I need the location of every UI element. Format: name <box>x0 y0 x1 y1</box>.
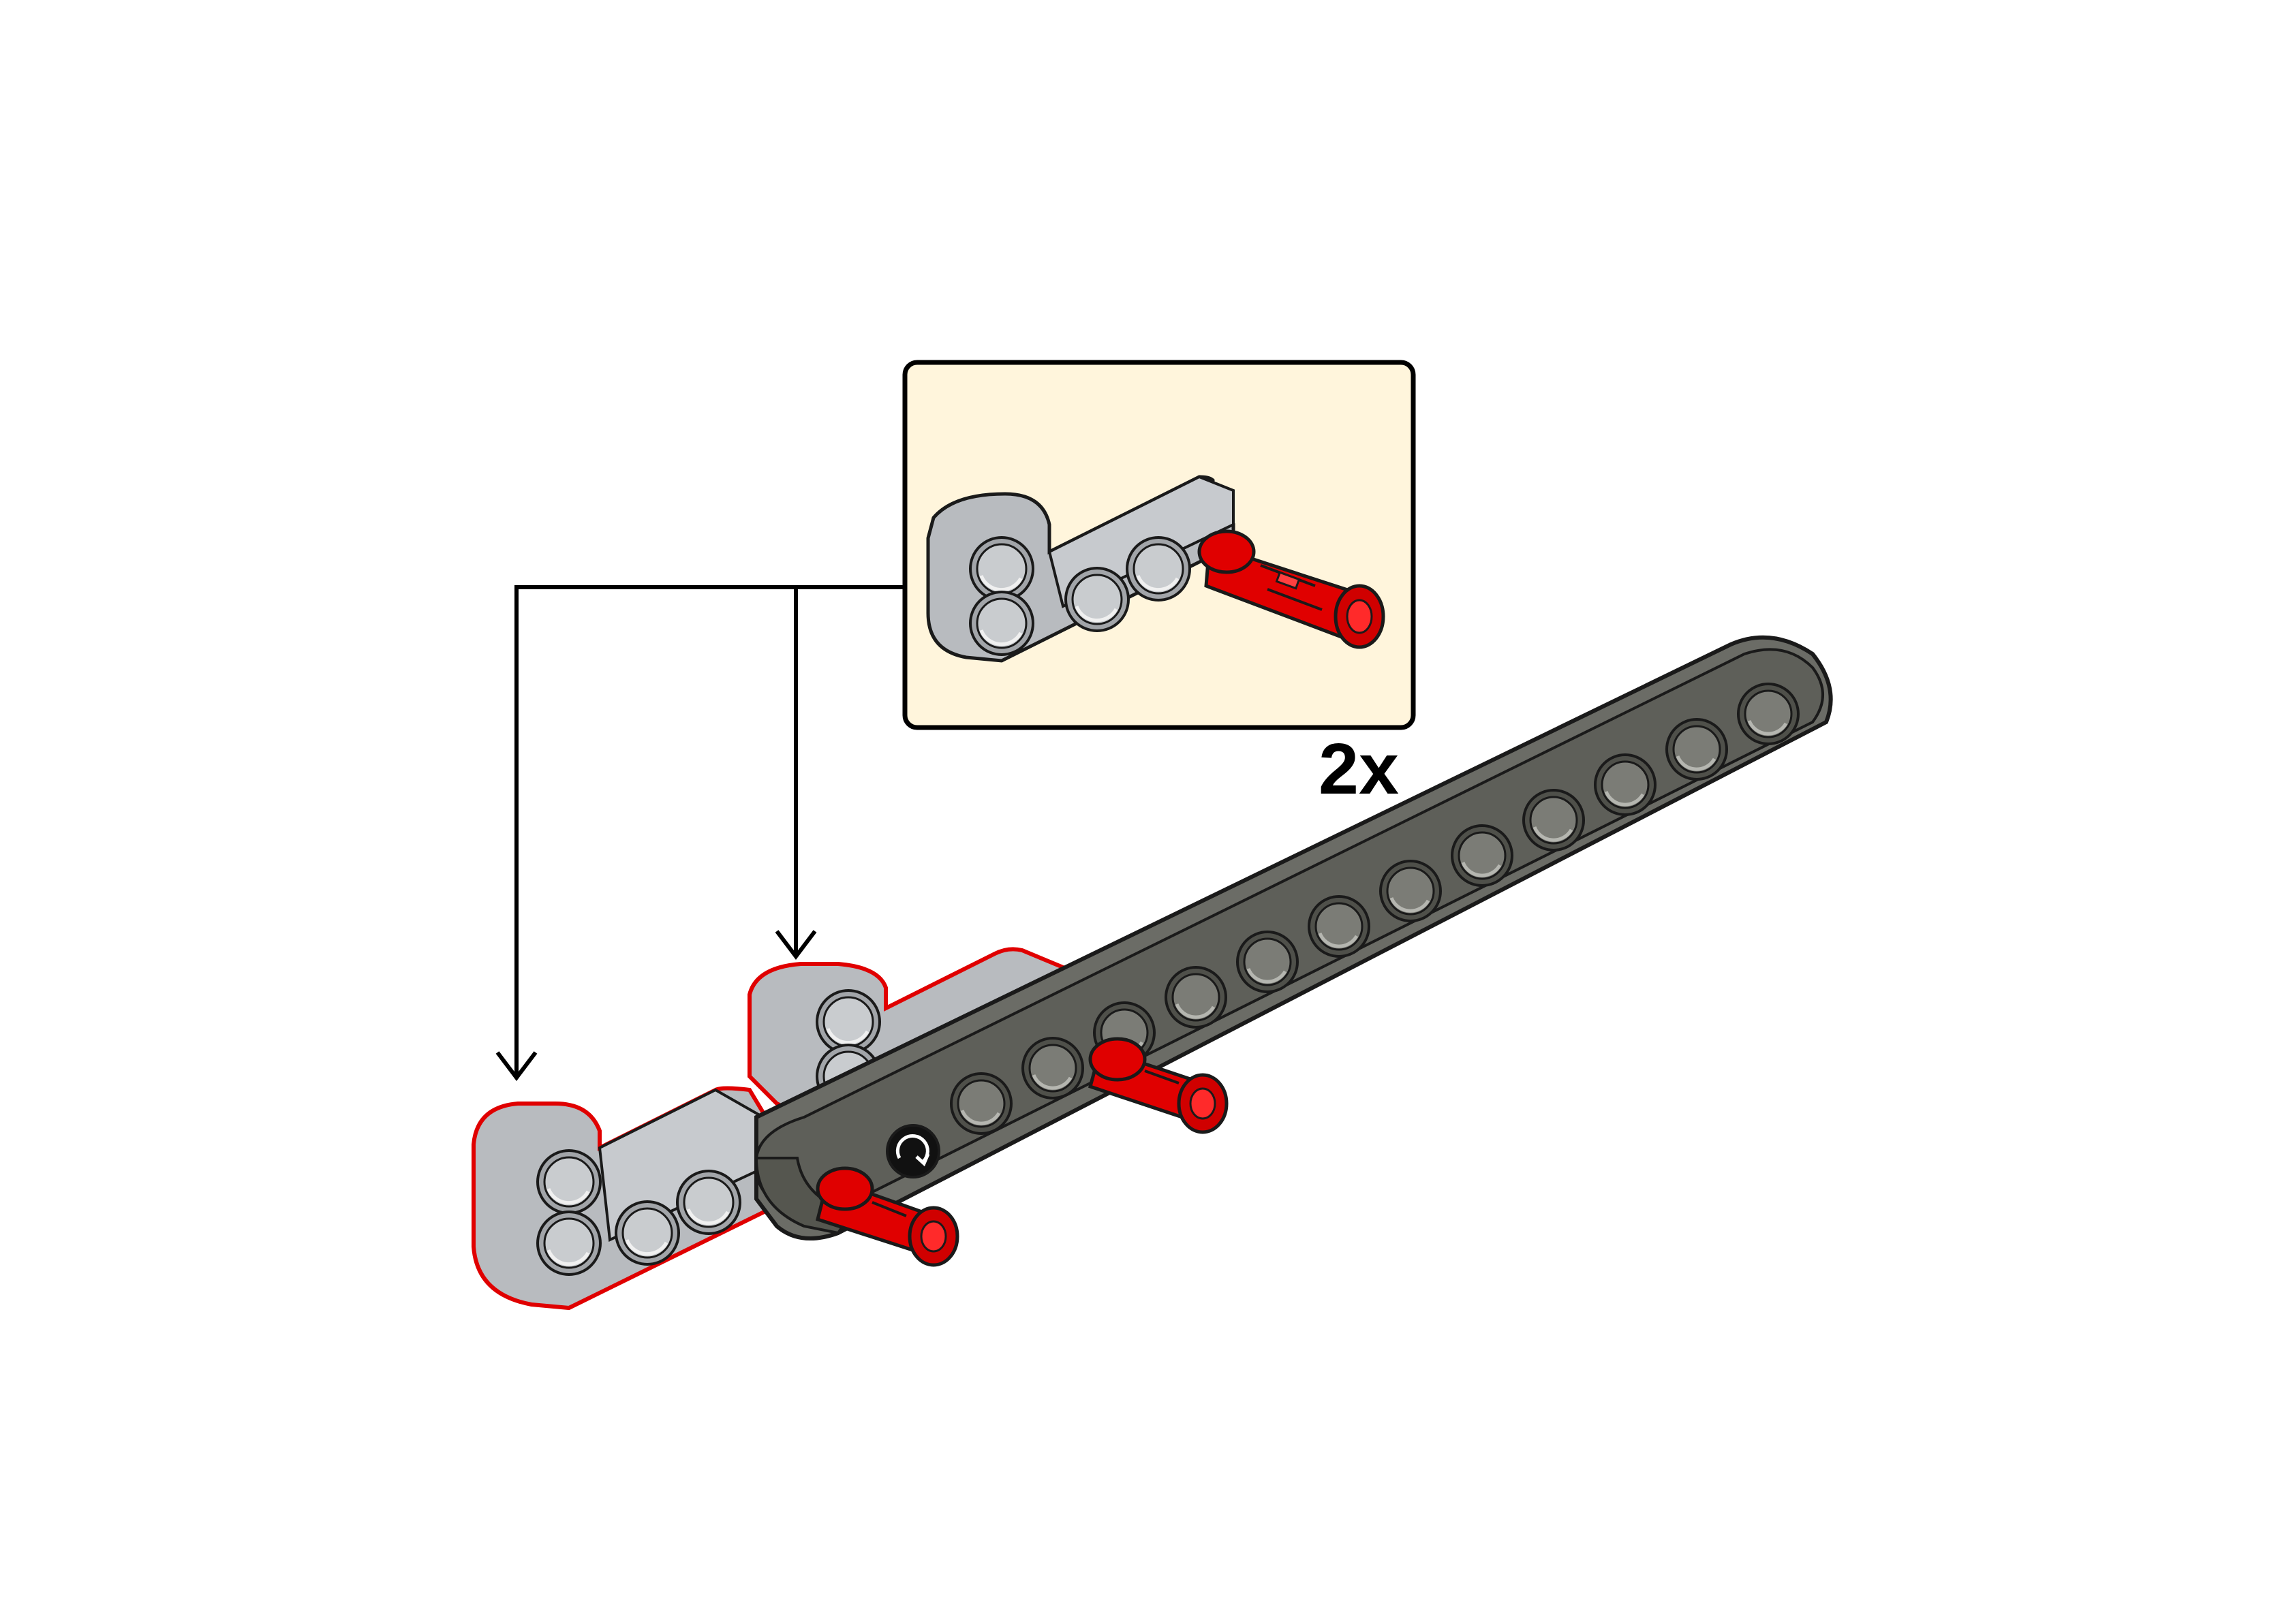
callout-liftarm-l-shape <box>926 475 1235 663</box>
callout-red-pin <box>1197 529 1385 649</box>
down-arrow-icon <box>794 585 905 954</box>
beam-red-pin-front <box>816 1166 959 1267</box>
down-arrow-icon <box>514 585 905 1075</box>
quantity-label: 2x <box>1319 729 1399 809</box>
front-liftarm-l-shape <box>472 1086 792 1311</box>
beam-red-pin-middle <box>1088 1037 1229 1134</box>
parts-callout <box>902 360 1416 730</box>
back-liftarm-l-shape <box>748 947 1065 1120</box>
placement-arrows <box>495 585 905 1081</box>
rotate-icon <box>886 1124 940 1178</box>
